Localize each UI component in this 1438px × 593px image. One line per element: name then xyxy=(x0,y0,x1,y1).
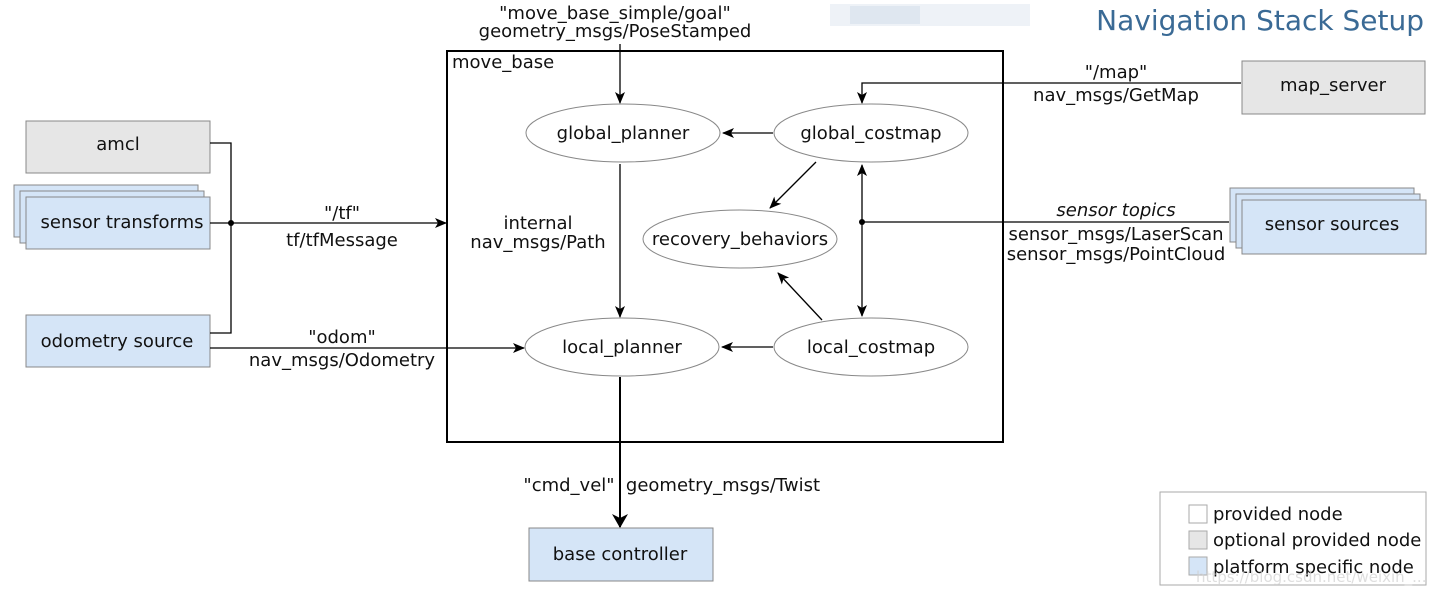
edge-sensor-type-1: sensor_msgs/LaserScan xyxy=(1008,224,1223,245)
edge-lcostmap-recovery xyxy=(777,272,823,321)
node-recovery-behaviors: recovery_behaviors xyxy=(642,209,838,269)
legend-swatch-provided xyxy=(1188,504,1208,524)
edge-internal-type: nav_msgs/Path xyxy=(470,232,605,253)
legend-swatch-platform xyxy=(1188,556,1208,576)
legend-optional: optional provided node xyxy=(1213,530,1421,551)
edge-goal-topic: "move_base_simple/goal" xyxy=(499,3,731,24)
legend-provided: provided node xyxy=(1213,504,1343,525)
legend: provided node optional provided node pla… xyxy=(1159,491,1427,586)
node-base-controller-label: base controller xyxy=(553,544,688,565)
node-map-server-label: map_server xyxy=(1280,75,1387,96)
node-global-planner-label: global_planner xyxy=(557,123,690,144)
node-odometry-source-label: odometry source xyxy=(41,331,194,352)
junction-sensor xyxy=(859,219,865,225)
move-base-container xyxy=(446,50,1004,443)
edge-goal-type: geometry_msgs/PoseStamped xyxy=(479,21,752,42)
edge-odom-topic: "odom" xyxy=(308,327,376,348)
edge-cmd-topic: "cmd_vel" xyxy=(523,475,614,496)
node-global-costmap: global_costmap xyxy=(773,103,969,163)
edge-tf-bus xyxy=(210,142,232,334)
node-odometry-source: odometry source xyxy=(25,314,211,368)
node-base-controller: base controller xyxy=(528,527,714,582)
edge-tf-type: tf/tfMessage xyxy=(286,230,398,251)
edge-tf-topic: "/tf" xyxy=(324,203,360,224)
node-sensor-transforms-label: sensor transforms xyxy=(41,212,204,233)
move-base-label: move_base xyxy=(452,52,554,73)
diagram-title: Navigation Stack Setup xyxy=(1096,4,1424,37)
edge-map xyxy=(857,82,1241,104)
node-local-costmap-label: local_costmap xyxy=(807,337,935,358)
node-global-planner: global_planner xyxy=(525,103,721,163)
node-amcl: amcl xyxy=(25,120,211,174)
node-map-server: map_server xyxy=(1241,60,1426,115)
legend-platform: platform specific node xyxy=(1213,557,1414,578)
node-amcl-label: amcl xyxy=(96,134,139,155)
edge-cmd-type: geometry_msgs/Twist xyxy=(626,475,820,496)
edge-internal-label: internal xyxy=(503,213,572,234)
watermark: https://blog.csdn.net/weixin_... xyxy=(1196,568,1426,587)
node-sensor-sources-label: sensor sources xyxy=(1265,214,1400,235)
node-sensor-transforms: sensor transforms xyxy=(13,184,211,250)
junction-tf xyxy=(228,220,234,226)
node-local-planner: local_planner xyxy=(524,317,720,377)
edge-sensor-topic: sensor topics xyxy=(1056,200,1175,221)
edge-map-type: nav_msgs/GetMap xyxy=(1033,85,1199,106)
edge-sensor-type-2: sensor_msgs/PointCloud xyxy=(1007,244,1226,265)
node-recovery-behaviors-label: recovery_behaviors xyxy=(652,229,828,250)
node-global-costmap-label: global_costmap xyxy=(800,123,941,144)
node-local-planner-label: local_planner xyxy=(562,337,682,358)
node-local-costmap: local_costmap xyxy=(773,317,969,377)
legend-swatch-optional xyxy=(1188,530,1208,550)
node-sensor-sources: sensor sources xyxy=(1229,187,1427,255)
edge-gcostmap-recovery xyxy=(769,161,817,209)
blurred-overlay-2 xyxy=(850,6,920,24)
edge-map-topic: "/map" xyxy=(1085,62,1148,83)
edge-odom-type: nav_msgs/Odometry xyxy=(249,350,436,371)
